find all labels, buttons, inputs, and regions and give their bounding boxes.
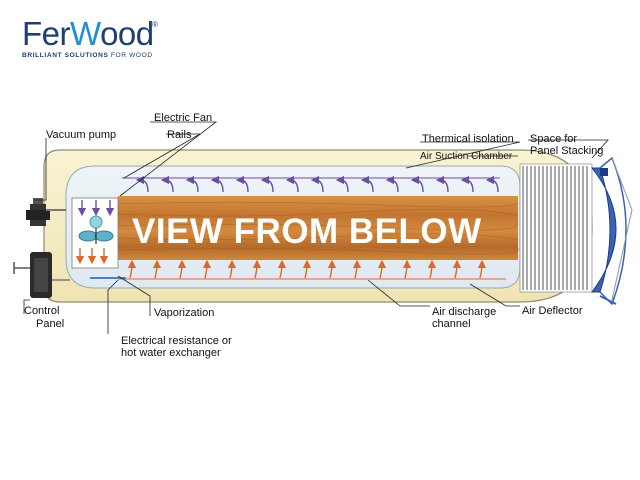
label-panel: Panel (36, 318, 65, 330)
label-electric-fan: Electric Fan (154, 112, 213, 124)
discharge-arrow (302, 259, 312, 279)
label-control: Control (24, 305, 60, 317)
suction-arrow (485, 175, 499, 193)
label-panel-stacking: Panel Stacking (530, 145, 604, 157)
discharge-arrow (227, 259, 237, 279)
label-air-suction-chamber: Air Suction Chamber (420, 151, 513, 162)
suction-arrow (210, 175, 224, 193)
view-from-below-banner: VIEW FROM BELOW (132, 212, 482, 251)
label-channel: channel (432, 318, 471, 330)
discharge-arrow (402, 259, 412, 279)
discharge-arrow (352, 259, 362, 279)
label-hot-water-exchanger: hot water exchanger (121, 347, 221, 359)
control-panel-unit (13, 252, 70, 298)
suction-arrow (435, 175, 449, 193)
label-air-discharge: Air discharge (432, 306, 497, 318)
discharge-arrow (377, 259, 387, 279)
discharge-arrow (452, 259, 462, 279)
panel-stacking-grating (519, 163, 593, 293)
air-suction-arrows (122, 175, 500, 193)
registered-mark: ® (152, 20, 158, 29)
logo-wordmark: FerWood (22, 15, 154, 52)
suction-arrow (310, 175, 324, 193)
label-space-for: Space for (530, 133, 578, 145)
discharge-arrow (252, 259, 262, 279)
label-air-deflector: Air Deflector (522, 305, 583, 317)
suction-arrow (260, 175, 274, 193)
suction-arrow (235, 175, 249, 193)
suction-arrow (360, 175, 374, 193)
label-electrical-resistance: Electrical resistance or (121, 335, 232, 347)
label-vaporization: Vaporization (154, 307, 215, 319)
label-vacuum-pump: Vacuum pump (46, 129, 117, 141)
vacuum-pump (26, 198, 66, 226)
suction-arrow (185, 175, 199, 193)
logo-tagline: BRILLIANT SOLUTIONS FOR WOOD (22, 52, 153, 59)
ferwood-logo: FerWood ® BRILLIANT SOLUTIONS FOR WOOD (22, 15, 158, 60)
label-thermical-isolation: Thermical isolation (422, 133, 514, 145)
discharge-arrow (277, 259, 287, 279)
discharge-arrow (127, 259, 137, 279)
suction-arrow (410, 175, 424, 193)
suction-arrow (460, 175, 474, 193)
discharge-arrow (202, 259, 212, 279)
suction-arrow (160, 175, 174, 193)
discharge-arrow (177, 259, 187, 279)
discharge-arrow (427, 259, 437, 279)
discharge-arrow (152, 259, 162, 279)
discharge-arrow (327, 259, 337, 279)
label-rails: Rails (167, 129, 192, 141)
air-discharge-arrows (118, 259, 506, 280)
suction-arrow (385, 175, 399, 193)
door (590, 167, 617, 293)
electric-fan-unit (71, 197, 119, 269)
suction-arrow (135, 175, 149, 193)
suction-arrow (285, 175, 299, 193)
discharge-arrow (477, 259, 487, 279)
suction-arrow (335, 175, 349, 193)
